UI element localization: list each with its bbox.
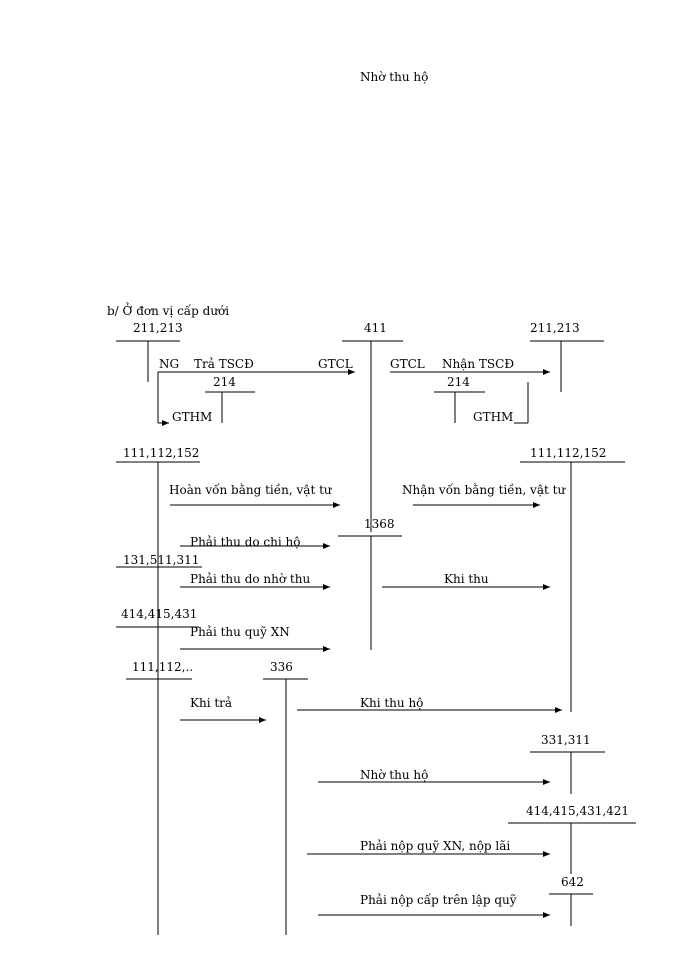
account-111-112-etc: 111,112,.. bbox=[132, 660, 194, 674]
label-phai-thu-chi-ho: Phải thu do chi hộ bbox=[190, 535, 301, 549]
section-title: b/ Ở đơn vị cấp dưới bbox=[107, 304, 230, 318]
label-phai-thu-quy-xn: Phải thu quỹ XN bbox=[190, 625, 290, 639]
account-111-112-152-right: 111,112,152 bbox=[530, 446, 607, 460]
account-131-511-311: 131,511,311 bbox=[123, 553, 200, 567]
label-khi-tra: Khi trả bbox=[190, 696, 233, 710]
label-khi-thu-ho: Khi thu hộ bbox=[360, 696, 424, 710]
label-gtcl-left: GTCL bbox=[318, 357, 353, 371]
account-336: 336 bbox=[270, 660, 293, 674]
account-331-311: 331,311 bbox=[541, 733, 591, 747]
label-ng: NG bbox=[159, 357, 180, 371]
label-nhan-tscd: Nhận TSCĐ bbox=[442, 357, 515, 371]
account-214-right: 214 bbox=[447, 375, 470, 389]
label-gtcl-right: GTCL bbox=[390, 357, 425, 371]
account-111-112-152-left: 111,112,152 bbox=[123, 446, 200, 460]
page-heading: Nhờ thu hộ bbox=[360, 70, 429, 84]
account-211-213-left: 211,213 bbox=[133, 321, 183, 335]
account-414-415-431-421: 414,415,431,421 bbox=[526, 804, 630, 818]
label-hoan-von: Hoàn vốn bằng tiền, vật tư bbox=[169, 483, 332, 497]
label-phai-thu-nho-thu: Phải thu do nhờ thu bbox=[190, 572, 311, 586]
account-211-213-right: 211,213 bbox=[530, 321, 580, 335]
label-gthm-left: GTHM bbox=[172, 410, 213, 424]
label-nhan-von: Nhận vốn bằng tiền, vật tư bbox=[402, 483, 566, 497]
label-phai-nop-cap-tren: Phải nộp cấp trên lập quỹ bbox=[360, 893, 517, 907]
label-gthm-right: GTHM bbox=[473, 410, 514, 424]
account-642: 642 bbox=[561, 875, 584, 889]
label-phai-nop-quy: Phải nộp quỹ XN, nộp lãi bbox=[360, 839, 511, 853]
label-nho-thu-ho: Nhờ thu hộ bbox=[360, 768, 429, 782]
label-khi-thu: Khi thu bbox=[444, 572, 489, 586]
account-414-415-431: 414,415,431 bbox=[121, 607, 198, 621]
account-1368: 1368 bbox=[364, 517, 395, 531]
account-214-left: 214 bbox=[213, 375, 236, 389]
label-tra-tscd: Trả TSCĐ bbox=[194, 357, 254, 371]
account-411: 411 bbox=[364, 321, 387, 335]
